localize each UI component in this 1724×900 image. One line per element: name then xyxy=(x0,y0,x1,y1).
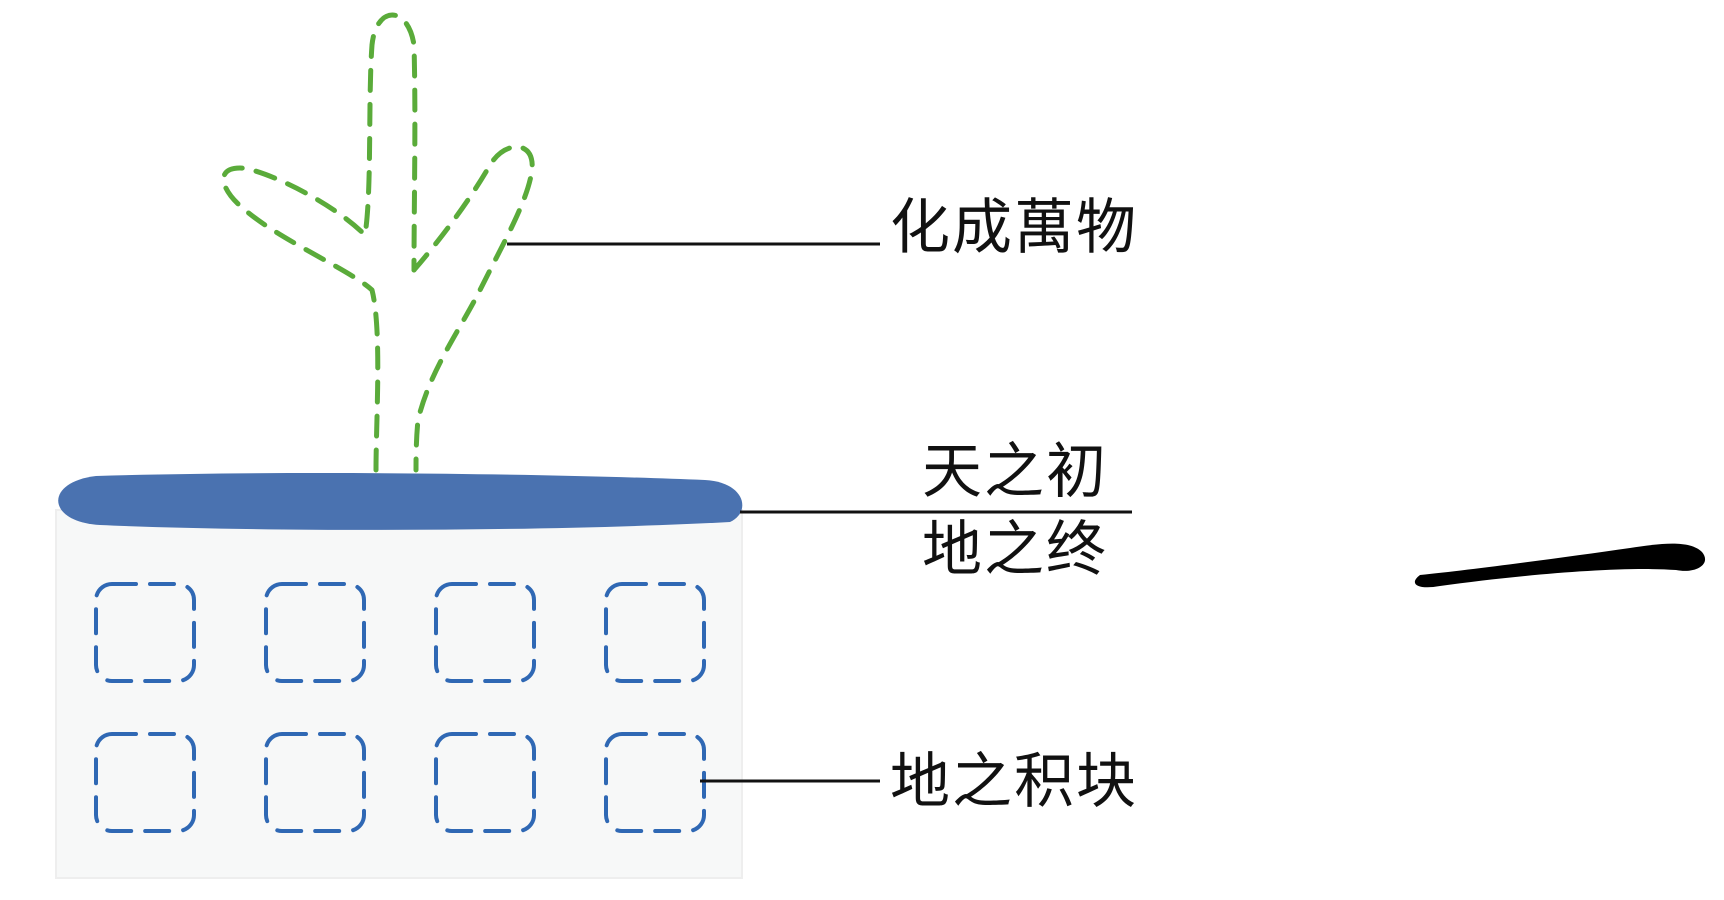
block-square-r1-c1 xyxy=(94,582,196,683)
ground-block xyxy=(55,509,743,879)
label-plant: 化成萬物 xyxy=(890,193,1138,263)
block-square-r1-c2 xyxy=(264,582,366,683)
block-square-r1-c3 xyxy=(434,582,536,683)
label-surface-top: 天之初 xyxy=(922,437,1108,507)
surface-band xyxy=(58,473,743,530)
block-square-r2-c3 xyxy=(434,732,536,833)
calligraphy-stroke-icon xyxy=(1414,543,1706,588)
label-surface-bottom: 地之终 xyxy=(922,515,1108,585)
block-grid xyxy=(94,582,706,833)
block-square-r2-c1 xyxy=(94,732,196,833)
block-square-r2-c2 xyxy=(264,732,366,833)
plant-sprout-icon xyxy=(221,12,535,473)
label-blocks: 地之积块 xyxy=(890,747,1138,817)
block-square-r1-c4 xyxy=(604,582,706,683)
